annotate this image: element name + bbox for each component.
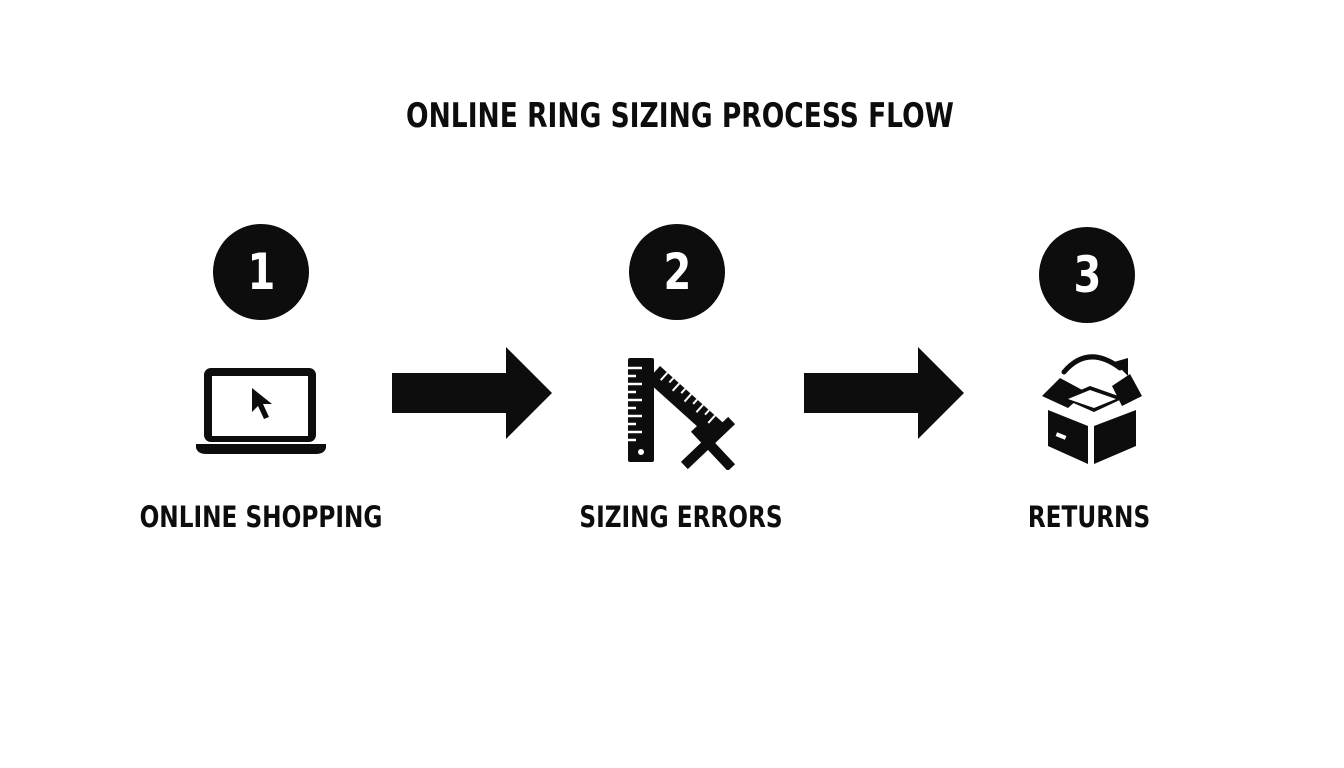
step-2-number-badge: 2 (629, 224, 725, 320)
laptop-cursor-icon (196, 368, 326, 454)
step-1-number: 1 (247, 243, 275, 301)
step-3-label: RETURNS (1027, 500, 1151, 534)
arrow-right-icon (804, 347, 964, 439)
step-3-number: 3 (1073, 246, 1101, 304)
step-2-label: SIZING ERRORS (579, 500, 783, 534)
arrow-right-icon (392, 347, 552, 439)
step-2-number: 2 (663, 243, 691, 301)
step-1-number-badge: 1 (213, 224, 309, 320)
step-3-number-badge: 3 (1039, 227, 1135, 323)
step-1-label: ONLINE SHOPPING (139, 500, 383, 534)
diagram-title: ONLINE RING SIZING PROCESS FLOW (406, 96, 954, 136)
return-box-icon (1042, 354, 1142, 464)
ruler-error-icon (628, 358, 736, 470)
